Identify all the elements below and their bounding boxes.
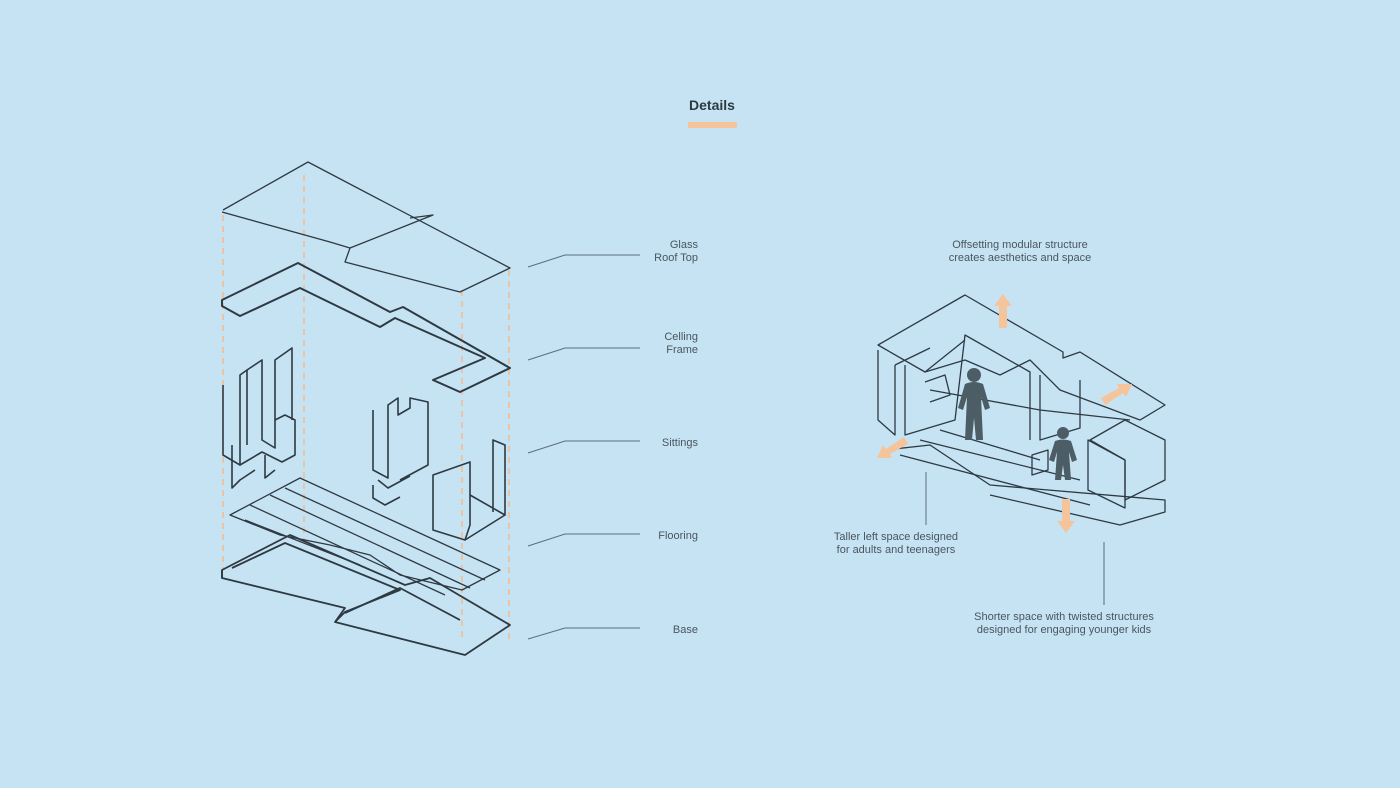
arrows [877, 294, 1132, 533]
child-figure-icon [1049, 427, 1077, 480]
annotation-shorter-space: Shorter space with twisted structures de… [950, 611, 1178, 637]
arrow-up-icon [994, 294, 1012, 328]
label-flooring: Flooring [600, 530, 698, 543]
title-underline [688, 122, 737, 128]
annotation-line: for adults and teenagers [836, 544, 956, 556]
flooring [229, 477, 501, 596]
glass-roof-top [221, 161, 511, 293]
annotation-offsetting-structure: Offsetting modular structure creates aes… [920, 239, 1120, 265]
label-sittings: Sittings [600, 437, 698, 450]
base [221, 534, 511, 656]
arrow-up-right-icon [1101, 384, 1132, 405]
sittings-right [372, 397, 506, 541]
assembled-structure [877, 294, 1166, 526]
page-title: Details [689, 97, 735, 113]
annotation-line: Taller left space designed [833, 531, 959, 543]
annotation-line: creates aesthetics and space [948, 252, 1092, 264]
label-glass-roof-top: Glass Roof Top [600, 239, 698, 265]
arrow-down-icon [1057, 499, 1075, 533]
label-ceiling-frame: Celling Frame [600, 331, 698, 357]
label-base: Base [600, 624, 698, 637]
label-line: Celling [664, 331, 698, 343]
label-line: Frame [666, 344, 698, 356]
label-line: Glass [669, 239, 698, 251]
annotation-line: Shorter space with twisted structures [974, 611, 1154, 623]
annotation-line: Offsetting modular structure [952, 239, 1088, 251]
arrow-down-left-icon [877, 437, 908, 458]
label-line: Sittings [661, 437, 698, 449]
adult-figure-icon [958, 368, 990, 440]
label-line: Flooring [658, 530, 698, 542]
label-line: Base [672, 624, 698, 636]
label-line: Roof Top [654, 252, 698, 264]
sittings-left [222, 347, 296, 489]
person-figures [958, 368, 1077, 480]
ceiling-frame [221, 262, 511, 393]
leader-lines [527, 254, 1105, 640]
annotation-taller-left-space: Taller left space designed for adults an… [810, 531, 982, 557]
annotation-line: designed for engaging younger kids [976, 624, 1152, 636]
